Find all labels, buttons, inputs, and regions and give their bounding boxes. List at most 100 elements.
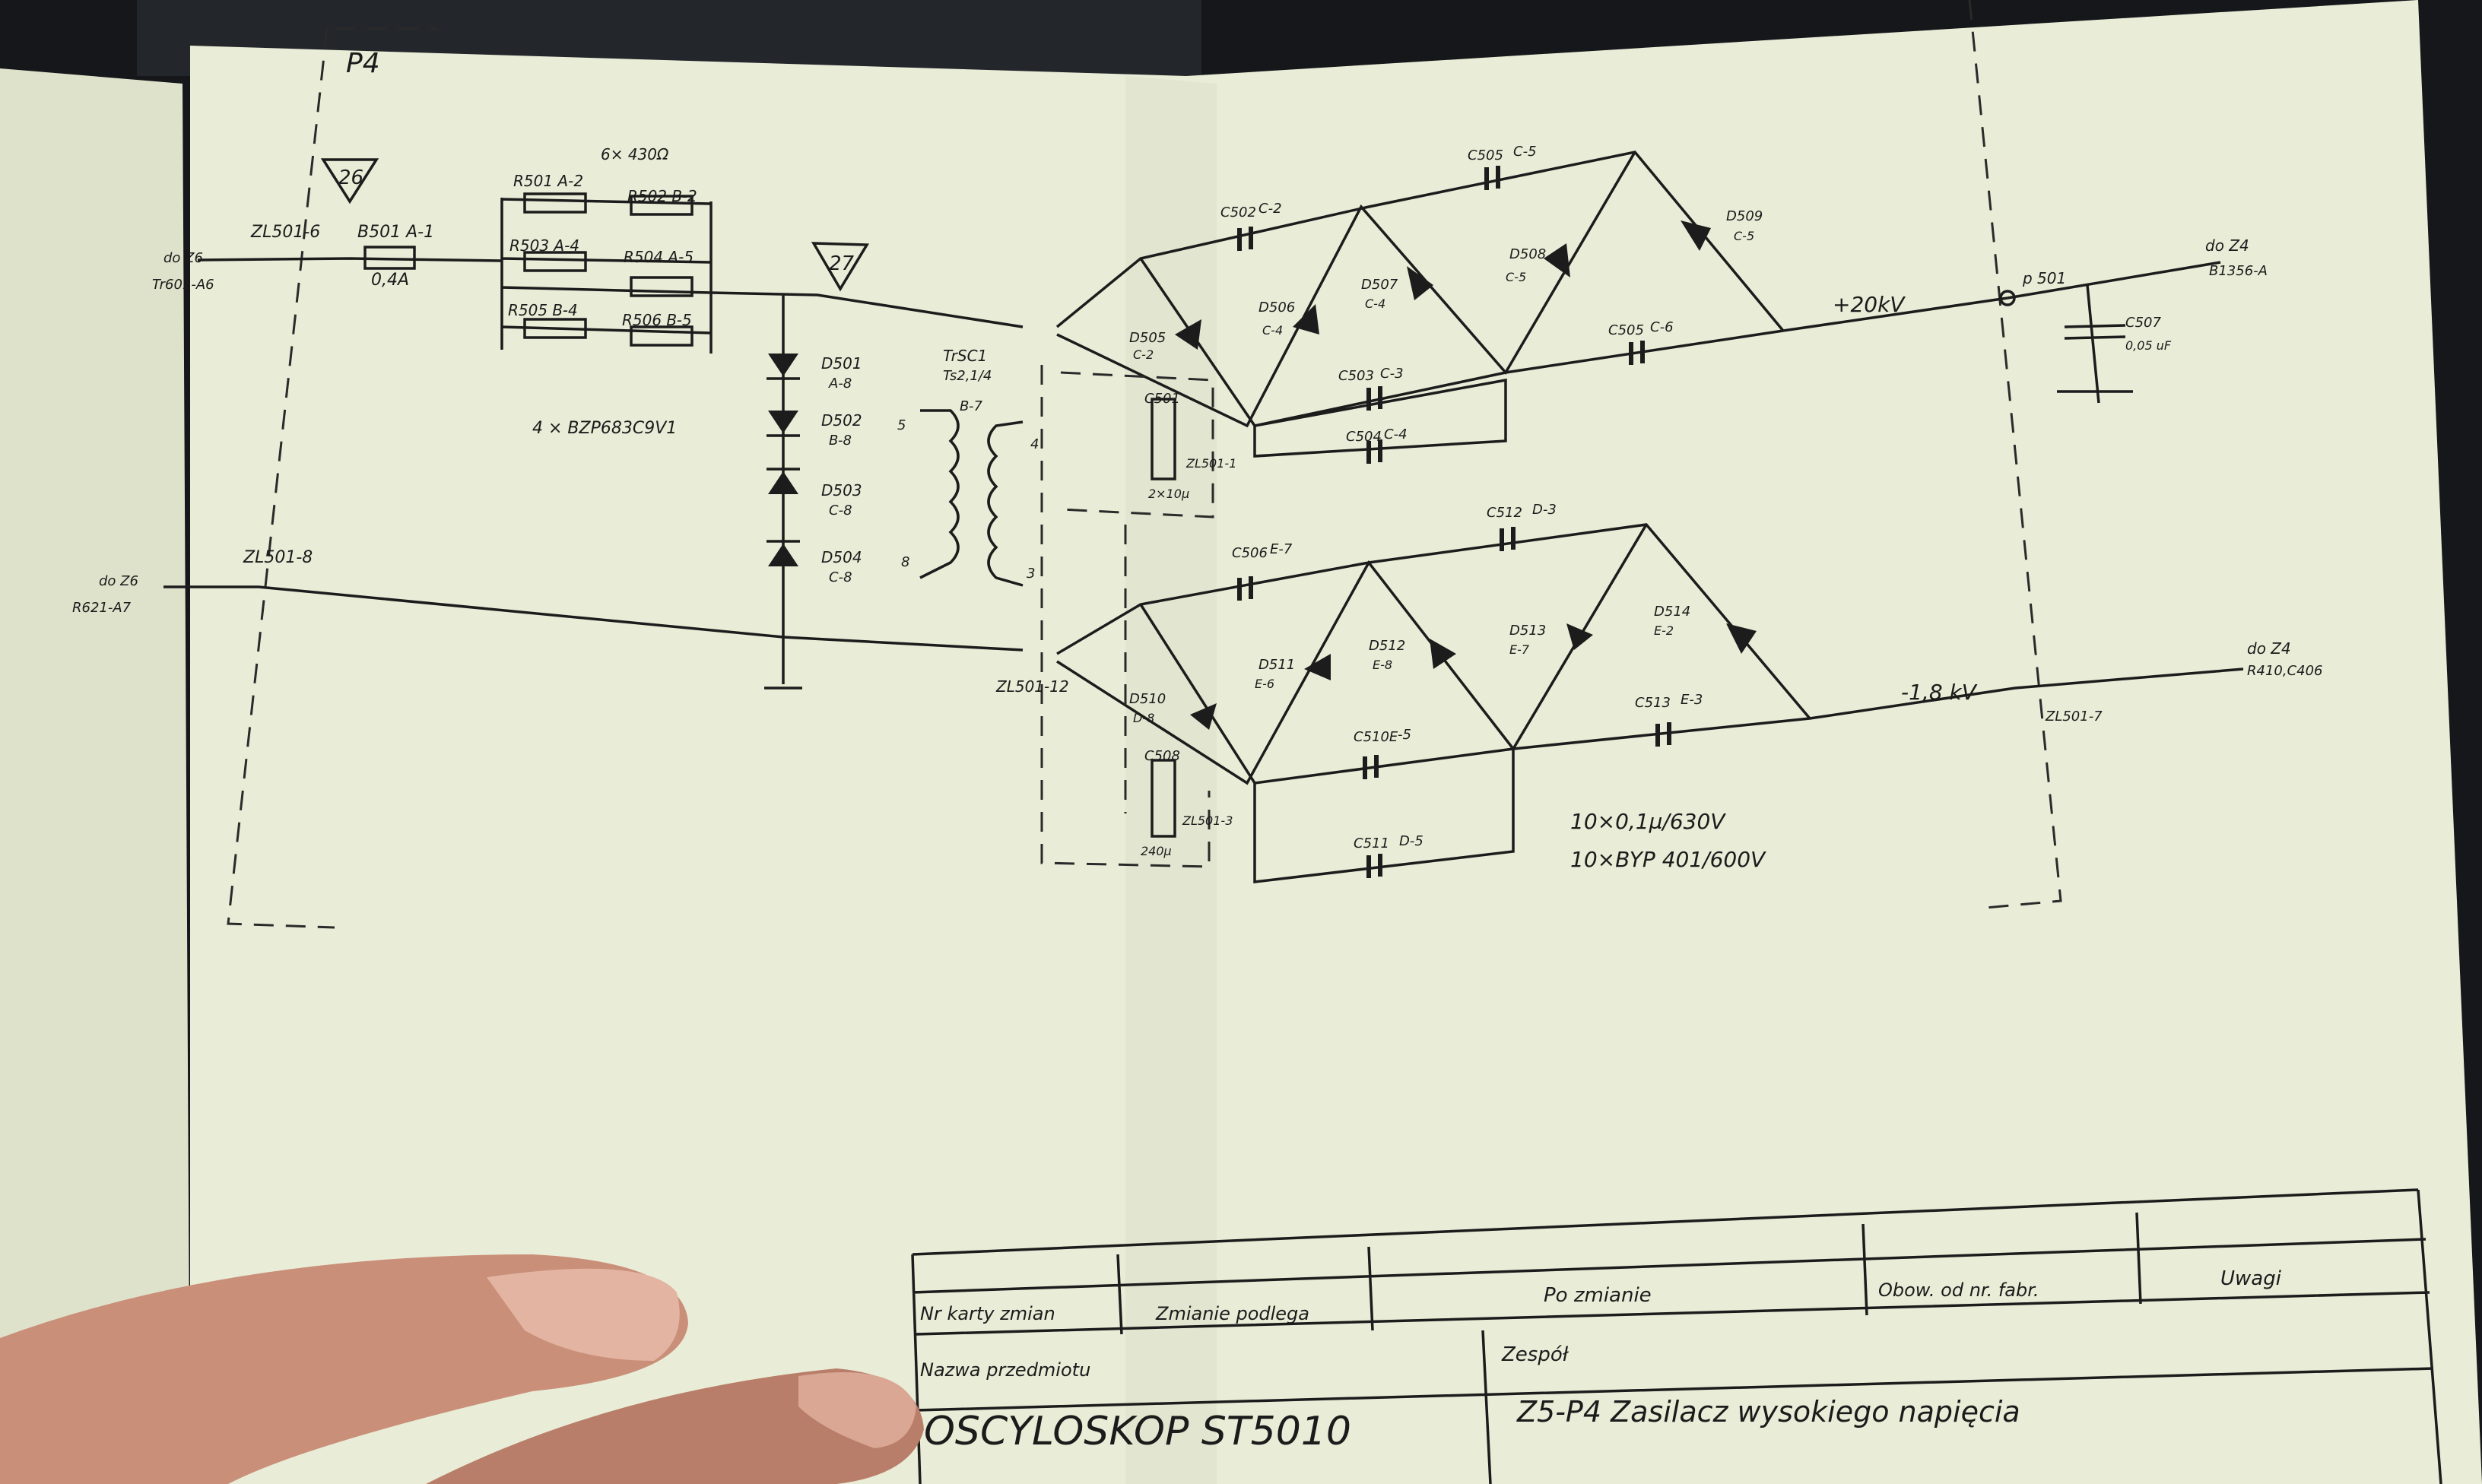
capacitor-c508 (1151, 759, 1176, 838)
marker-27-triangle (811, 242, 870, 292)
pos-d509: C-5 (1734, 229, 1754, 243)
diode-note: 10×BYP 401/600V (1570, 847, 1766, 872)
label-trsc1: TrSC1 (943, 347, 987, 365)
label-c511: C511 (1354, 836, 1389, 851)
pos-d507: C-4 (1365, 296, 1385, 311)
assembly-value: Z5-P4 Zasilacz wysokiego napięcia (1516, 1395, 2020, 1429)
label-c506: C506 (1232, 545, 1268, 561)
label-d511: D511 (1258, 657, 1295, 673)
fuse-label: B501 A-1 (357, 223, 434, 242)
label-d506: D506 (1258, 300, 1295, 316)
hand-fingers (0, 1254, 924, 1484)
resistor-r502 (630, 195, 694, 216)
pos-c506: E-7 (1270, 541, 1293, 557)
pos-c511: D-5 (1399, 833, 1424, 849)
label-p501: p 501 (2022, 269, 2066, 287)
lower-diode-marks (1190, 623, 1757, 730)
label-c510: C510E (1354, 729, 1398, 745)
pos-d502: B-8 (829, 433, 852, 449)
manual-page (190, 0, 2482, 1484)
connector-mid-left-ref: R621-A7 (72, 600, 132, 616)
pos-c504: C-4 (1384, 426, 1408, 442)
capacitor-c501 (1151, 398, 1176, 480)
label-r506: R506 B-5 (622, 311, 692, 329)
pos-c512: D-3 (1532, 502, 1557, 518)
label-d513: D513 (1509, 623, 1546, 639)
header-po-zmianie: Po zmianie (1544, 1284, 1652, 1307)
pos-d513: E-7 (1509, 642, 1530, 657)
pos-c502: C-2 (1258, 201, 1282, 217)
pin-8: 8 (901, 554, 909, 570)
connector-mid-left-dest: do Z6 (99, 573, 138, 589)
fuse-symbol (363, 246, 416, 270)
label-c512: C512 (1487, 505, 1522, 521)
pos-c513: E-3 (1681, 692, 1703, 708)
c501-dashed-box (1060, 371, 1214, 518)
resistor-r504 (630, 276, 694, 297)
label-zl501-3: ZL501-3 (1182, 813, 1233, 828)
header-zmianie-podlega: Zmianie podlega (1155, 1303, 1309, 1324)
connector-top-left-dest: do Z6 (163, 250, 203, 266)
connector-top-left-ref: Tr601-A6 (152, 277, 214, 293)
hv-negative-label: -1,8 kV (1901, 680, 1978, 705)
label-c513: C513 (1635, 695, 1671, 711)
pos-d510: D-8 (1133, 711, 1154, 725)
transformer-pos: B-7 (960, 398, 983, 414)
ground-wire (163, 585, 1024, 652)
label-d502: D502 (821, 411, 862, 430)
input-wire (197, 257, 1024, 328)
upper-multiplier-wires (1055, 151, 2008, 458)
label-d510: D510 (1129, 691, 1166, 707)
label-c507: C507 (2125, 315, 2161, 331)
pos-c505-6: C-6 (1650, 319, 1674, 335)
label-c505-6: C505 (1608, 322, 1644, 338)
c508-dashed-box (1040, 365, 1211, 868)
frame-label: P4 (346, 48, 380, 79)
label-zl501-1: ZL501-1 (1185, 456, 1236, 471)
label-c503: C503 (1338, 368, 1374, 384)
label-r504: R504 A-5 (624, 248, 694, 266)
label-d504: D504 (821, 548, 862, 566)
p501-terminal (1999, 290, 2016, 306)
title-block (911, 1188, 2442, 1484)
left-page-edge (0, 68, 190, 1484)
label-c508: C508 (1144, 748, 1180, 764)
pos-c510: -5 (1398, 727, 1411, 743)
label-d507: D507 (1361, 277, 1398, 293)
label-c501: C501 (1144, 391, 1180, 407)
zener-d502 (766, 411, 800, 437)
label-zl501-7: ZL501-7 (2045, 709, 2103, 725)
value-c507: 0,05 uF (2125, 338, 2172, 353)
item-label: Nazwa przedmiotu (920, 1359, 1090, 1381)
page-fold-shadow (1125, 76, 1217, 1484)
resistor-r506 (630, 325, 694, 347)
pos-d512: E-8 (1373, 658, 1392, 672)
out-bottom-ref: R410,C406 (2247, 663, 2323, 679)
item-value: OSCYLOSKOP ST5010 (924, 1409, 1351, 1454)
resistor-r501 (523, 192, 587, 214)
pos-d506: C-4 (1262, 323, 1283, 338)
pos-d514: E-2 (1654, 623, 1674, 638)
label-r505: R505 B-4 (508, 301, 578, 319)
header-obow-od-nr-fabr: Obow. od nr. fabr. (1878, 1279, 2039, 1301)
transformer-type: Ts2,1/4 (943, 368, 992, 384)
label-d512: D512 (1369, 638, 1405, 654)
pin-5: 5 (897, 417, 906, 433)
label-r503: R503 A-4 (509, 236, 579, 255)
zener-note: 4 × BZP683C9V1 (532, 419, 677, 438)
resistor-r503 (523, 251, 587, 272)
label-c502: C502 (1220, 205, 1256, 220)
pos-d511: E-6 (1255, 677, 1274, 691)
header-nr-karty-zmian: Nr karty zmian (920, 1303, 1055, 1324)
label-zl501-12: ZL501-12 (995, 677, 1069, 696)
value-c508: 240µ (1141, 844, 1172, 858)
header-uwagi: Uwagi (2220, 1267, 2282, 1290)
label-d505: D505 (1129, 330, 1166, 346)
label-c505: C505 (1468, 147, 1503, 163)
zener-d501 (766, 354, 800, 380)
pin-4: 4 (1030, 436, 1039, 452)
fuse-value: 0,4A (371, 271, 409, 290)
resistor-group-value: 6× 430Ω (601, 145, 669, 163)
pos-c503: C-3 (1380, 366, 1404, 382)
label-d503: D503 (821, 481, 862, 499)
